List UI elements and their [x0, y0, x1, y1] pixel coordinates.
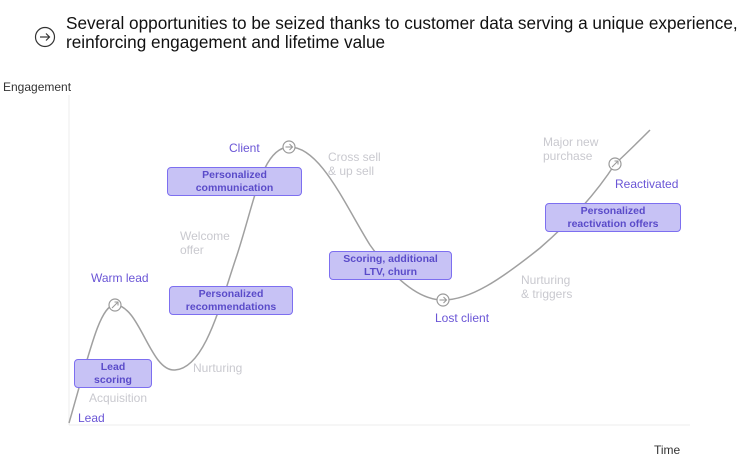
stage-warm-lead: Warm lead	[91, 271, 149, 285]
stage-lead: Lead	[78, 411, 105, 425]
stage-lost-client: Lost client	[435, 311, 490, 325]
stage-cross-sell: Cross sell& up sell	[328, 150, 381, 178]
header-title: Several opportunities to be seized thank…	[66, 14, 742, 52]
client-marker	[282, 140, 296, 154]
lost-client-marker	[436, 293, 450, 307]
stage-client: Client	[229, 141, 260, 155]
header: Several opportunities to be seized thank…	[34, 12, 744, 56]
circle-arrow-right-icon	[34, 26, 56, 48]
stage-reactivated: Reactivated	[615, 177, 679, 191]
y-axis-label: Engagement	[3, 80, 72, 94]
stage-nurturing-triggers: Nurturing& triggers	[521, 273, 573, 301]
reactivated-marker	[608, 157, 622, 171]
header-line-2: reinforcing engagement and lifetime valu…	[66, 32, 386, 52]
stage-acquisition: Acquisition	[89, 391, 148, 405]
stage-nurturing: Nurturing	[193, 361, 243, 375]
warm-lead-marker	[108, 298, 122, 312]
x-axis-label: Time	[654, 443, 681, 457]
header-line-1: Several opportunities to be seized thank…	[66, 13, 738, 33]
